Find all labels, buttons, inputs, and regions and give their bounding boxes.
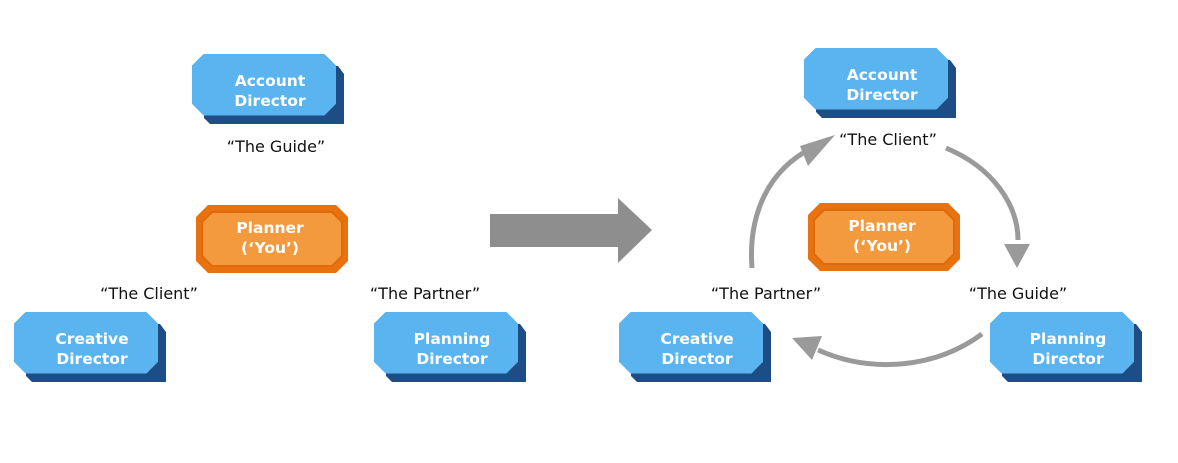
- blue-octagon-shape: [192, 54, 344, 124]
- caption-the-client-left: “The Client”: [100, 284, 198, 303]
- caption-the-client-right: “The Client”: [839, 130, 937, 149]
- creative-director-label: Creative Director: [55, 330, 129, 368]
- cycle-arrowhead-client: [800, 135, 835, 166]
- blue-octagon-shape: [804, 48, 956, 118]
- orange-octagon-shape: [196, 205, 348, 273]
- planning-director-node-left: Planning Director: [374, 312, 530, 382]
- cycle-arrow-guide-to-partner: [816, 331, 984, 367]
- planner-label: Planner (‘You’): [848, 217, 916, 255]
- cycle-arrowhead-partner: [792, 336, 822, 360]
- blue-octagon-shape: [14, 312, 166, 382]
- blue-octagon-shape: [619, 312, 771, 382]
- creative-director-label: Creative Director: [660, 330, 734, 368]
- planning-director-label: Planning Director: [413, 330, 491, 368]
- right-arrow-icon: [490, 198, 652, 263]
- account-director-node-right: Account Director: [804, 48, 960, 118]
- orange-octagon-shape: [808, 203, 960, 271]
- caption-the-partner-left: “The Partner”: [369, 284, 481, 303]
- creative-director-node-right: Creative Director: [619, 312, 775, 382]
- caption-the-guide-right: “The Guide”: [968, 284, 1068, 303]
- planning-director-node-right: Planning Director: [990, 312, 1146, 382]
- account-director-node-left: Account Director: [192, 54, 348, 124]
- blue-octagon-shape: [990, 312, 1142, 382]
- cycle-arrow-partner-to-client: [749, 145, 814, 269]
- creative-director-node-left: Creative Director: [14, 312, 170, 382]
- planning-director-label: Planning Director: [1029, 330, 1107, 368]
- caption-the-partner-right: “The Partner”: [710, 284, 822, 303]
- account-director-label: Account Director: [234, 72, 306, 110]
- caption-the-guide-left: “The Guide”: [226, 137, 326, 156]
- cycle-arrow-client-to-guide: [945, 145, 1021, 241]
- planner-node-right: Planner (‘You’): [808, 203, 960, 271]
- cycle-arrowhead-guide: [1004, 244, 1030, 268]
- planner-label: Planner (‘You’): [236, 219, 304, 257]
- planner-node-left: Planner (‘You’): [196, 205, 348, 273]
- blue-octagon-shape: [374, 312, 526, 382]
- account-director-label: Account Director: [846, 66, 918, 104]
